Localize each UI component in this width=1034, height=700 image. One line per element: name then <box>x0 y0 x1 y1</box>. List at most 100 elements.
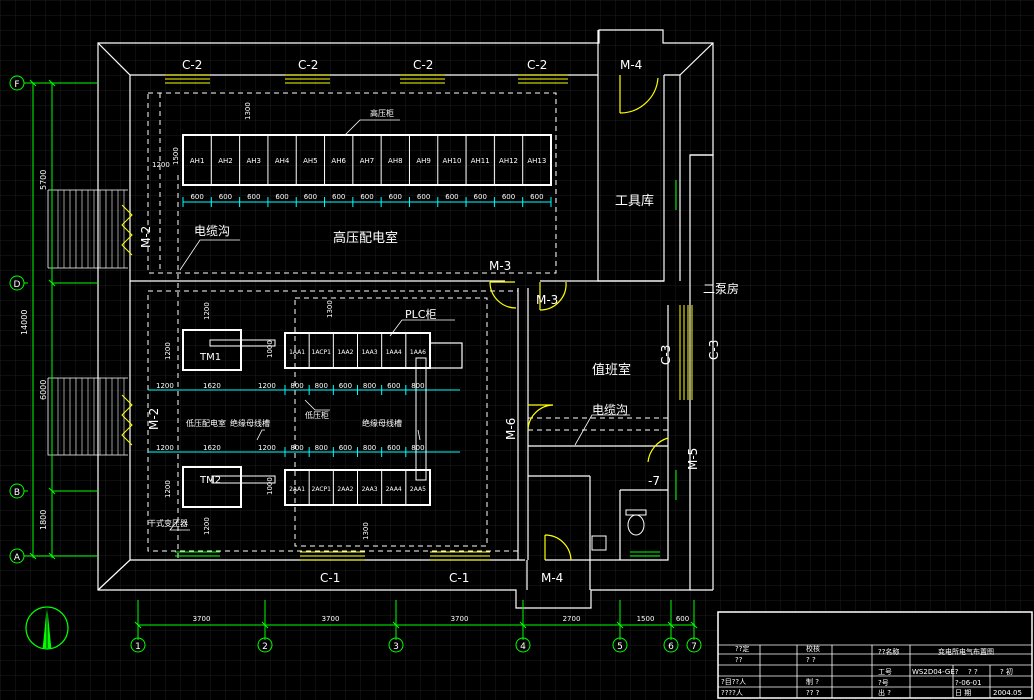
hv-cabinet-id: AH8 <box>388 157 403 165</box>
transformer-id-2: TM2 <box>199 475 221 486</box>
doors <box>489 75 669 561</box>
lv-cabinet-id: 1AA2 <box>337 349 353 356</box>
axis-label-A: A <box>14 553 21 563</box>
lv-cabinet-id: 2AA2 <box>337 486 353 493</box>
dim-1000-b: 1000 <box>266 477 274 495</box>
hv-cabinet-id: AH7 <box>360 157 375 165</box>
hv-dim-label: 600 <box>474 193 487 201</box>
axis-bubble-7 <box>686 637 702 653</box>
bottom-dim-label: 3700 <box>322 615 340 623</box>
dim-1300-a: 1300 <box>244 102 252 120</box>
cable-trench-1: 电缆沟 <box>194 224 230 238</box>
lv-dim-label: 800 <box>290 444 303 452</box>
label-m3-b: M-3 <box>536 293 558 307</box>
label-m4-bot: M-4 <box>541 571 563 585</box>
lv-cabinet-id: 1AA4 <box>386 349 402 356</box>
lv-dim-label: 600 <box>339 382 352 390</box>
label-m2-b: M-2 <box>147 408 161 430</box>
tb-r2-c5: ? ? <box>968 668 978 676</box>
tb-r2-c3: 工号 <box>878 668 892 676</box>
tb-r3-c1: ?目??人 <box>721 678 746 686</box>
lv-dim-label: 800 <box>411 382 424 390</box>
dim-1200-h: 1200 <box>164 480 172 498</box>
hv-dim-label: 600 <box>190 193 203 201</box>
hv-dim-label: 600 <box>502 193 515 201</box>
hv-cabinet-id: AH11 <box>471 157 490 165</box>
window-c2-a <box>165 74 210 84</box>
axis-bubble-6 <box>663 637 679 653</box>
dim-1620-b: 1620 <box>203 444 221 452</box>
busway-label-2: 绝缘母线槽 <box>362 418 402 428</box>
door-m5 <box>647 437 669 463</box>
transformer-id-1: TM1 <box>199 352 221 363</box>
dim-1620-a: 1620 <box>203 382 221 390</box>
tb-r1-c3: ??名称 <box>878 647 899 656</box>
window-c1-a <box>300 551 365 561</box>
tb-r3-c2: 制 ? <box>806 677 819 686</box>
bottom-dimension-chain <box>134 600 698 640</box>
label-c2-c: C-2 <box>413 58 433 72</box>
window-c1-b <box>430 551 490 561</box>
left-dim-total: 14000 <box>20 310 29 335</box>
label-c2-a: C-2 <box>182 58 202 72</box>
label-c1-b: C-1 <box>449 571 469 585</box>
dim-1200-g: 1200 <box>258 444 276 452</box>
door-m3-a <box>489 281 517 309</box>
tb-r2-c1: ?? <box>735 656 743 664</box>
busway-label-1: 绝缘母线槽 <box>230 418 270 428</box>
lv-cabinet-id: 1AA3 <box>362 349 378 356</box>
lv-dim-label: 800 <box>411 444 424 452</box>
bottom-dim-label: 1500 <box>637 615 655 623</box>
label-m3-a: M-3 <box>489 259 511 273</box>
dim-1200-d: 1200 <box>156 382 174 390</box>
room-tool: 工具库 <box>615 193 654 209</box>
bottom-dim-label: 3700 <box>451 615 469 623</box>
tb-r4-c5: 2004.05 <box>993 689 1022 697</box>
hv-cabinet-label: 高压柜 <box>370 108 394 118</box>
left-dimension-chain <box>28 79 98 560</box>
room-lv: 低压配电室 <box>186 418 226 428</box>
building-walls <box>97 29 714 609</box>
opening-labels: C-2 C-2 C-2 C-2 C-1 C-1 M-4 M-4 M-3 M-3 … <box>139 58 721 585</box>
dim-1200-c: 1200 <box>164 342 172 360</box>
lv-cabinet-id: 2AA4 <box>386 486 402 493</box>
transformer-label: 干式变压器 <box>148 518 188 528</box>
label-c1-a: C-1 <box>320 571 340 585</box>
tb-r1-c4: 变电所电气布置图 <box>938 647 994 656</box>
dim-1300-b: 1300 <box>326 300 334 318</box>
dim-1200-b: 1200 <box>203 302 211 320</box>
hv-dim-label: 600 <box>389 193 402 201</box>
lv-cabinet-id: 2AA5 <box>410 486 426 493</box>
axis-label-7: 7 <box>691 642 697 652</box>
label-m6: M-6 <box>504 418 518 440</box>
hv-dim-label: 600 <box>360 193 373 201</box>
cable-trench-2: 电缆沟 <box>592 403 628 417</box>
dim-1300-c: 1300 <box>362 522 370 540</box>
leader-lines <box>169 119 630 531</box>
tb-r2-c2: ? ? <box>806 656 816 664</box>
left-dim-5700: 5700 <box>39 170 48 190</box>
hv-dim-label: 600 <box>530 193 543 201</box>
bottom-dim-label: 2700 <box>563 615 581 623</box>
lv-cabinet-id: 2AA3 <box>362 486 378 493</box>
window-c2-c <box>400 74 445 84</box>
room-pump: 二泵房 <box>703 281 739 296</box>
lv-dim-label: 800 <box>290 382 303 390</box>
label-c2-d: C-2 <box>527 58 547 72</box>
hv-cabinet-id: AH2 <box>218 157 233 165</box>
dim-1500: 1500 <box>172 147 180 165</box>
door-m3-b <box>539 281 567 311</box>
axis-label-D: D <box>14 280 21 290</box>
lv-dim-label: 800 <box>315 382 328 390</box>
dim-1200-f: 1200 <box>156 444 174 452</box>
hv-dim-label: 600 <box>332 193 345 201</box>
axis-bubble-3 <box>388 637 404 653</box>
label-m5: M-5 <box>686 448 700 470</box>
lv-cabinet-label: 低压柜 <box>305 410 329 420</box>
hv-cabinet-id: AH4 <box>275 157 290 165</box>
